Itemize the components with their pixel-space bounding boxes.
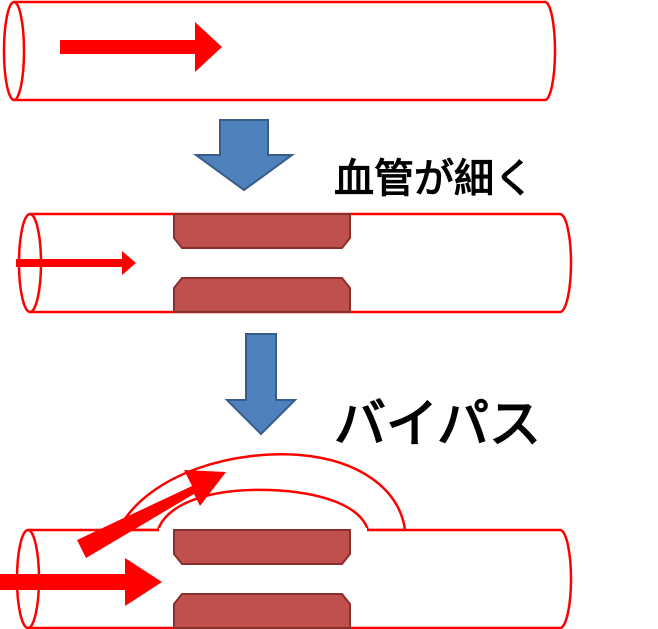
bypass-label: バイパス bbox=[334, 395, 541, 455]
plaque-bottom bbox=[173, 277, 351, 313]
vessel-tube bbox=[15, 528, 573, 629]
flow-arrow bbox=[0, 558, 162, 606]
plaque-top bbox=[173, 529, 351, 565]
narrowing-label: 血管が細く bbox=[334, 156, 534, 202]
vessel-opening bbox=[13, 0, 26, 102]
plaque-top bbox=[173, 213, 351, 249]
step-down-arrow bbox=[192, 119, 296, 192]
vessel-tube bbox=[17, 212, 573, 314]
healthy-vessel bbox=[2, 0, 557, 102]
plaque-bottom bbox=[173, 593, 351, 629]
bypass-graft bbox=[115, 453, 407, 532]
step-down-arrow bbox=[224, 333, 298, 436]
bypass-flow-arrow bbox=[77, 470, 226, 558]
reduced-flow-arrow bbox=[16, 251, 136, 275]
blood-flow-arrow bbox=[60, 22, 222, 72]
narrowed-vessel bbox=[16, 212, 573, 314]
vessel-tube bbox=[2, 0, 557, 102]
bypass-vessel bbox=[0, 453, 573, 629]
